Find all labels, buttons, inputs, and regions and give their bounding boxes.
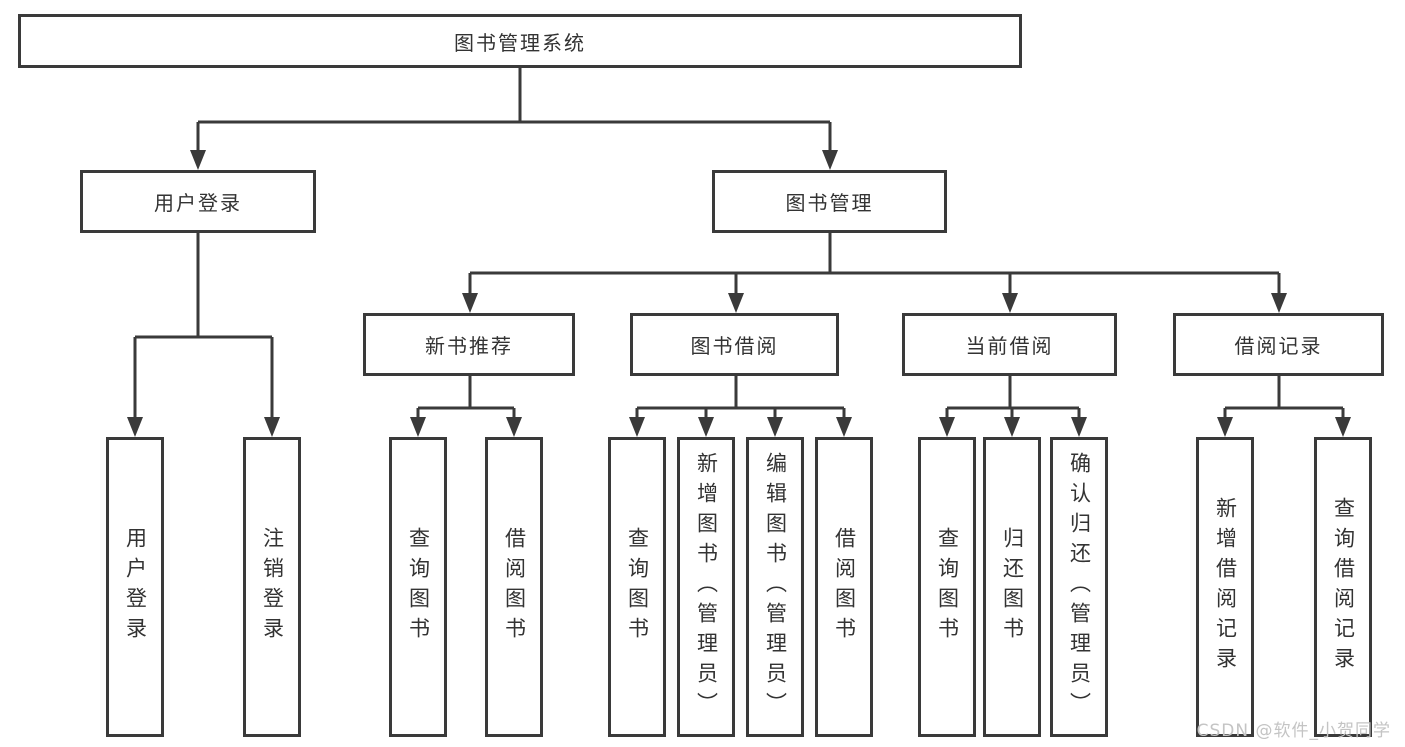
leaf-return-books: 归还图书 xyxy=(983,437,1041,737)
leaf-query-books-newrec: 查询图书 xyxy=(389,437,447,737)
node-borrowing-records-label: 借阅记录 xyxy=(1234,334,1323,358)
leaf-borrow-books-newrec-label: 借阅图书 xyxy=(502,527,527,647)
csdn-watermark: CSDN @软件_小贺同学 xyxy=(1196,721,1391,741)
connector-bookmgmt-split xyxy=(468,233,1281,301)
leaf-borrow-books-borrow-label: 借阅图书 xyxy=(832,527,857,647)
node-root-label: 图书管理系统 xyxy=(454,30,586,55)
connector-currentborrow-split xyxy=(945,376,1081,425)
node-book-borrowing-label: 图书借阅 xyxy=(690,334,779,358)
leaf-add-borrow-record: 新增借阅记录 xyxy=(1196,437,1254,737)
leaf-query-borrow-record-label: 查询借阅记录 xyxy=(1331,497,1356,677)
leaf-borrow-books-newrec: 借阅图书 xyxy=(485,437,543,737)
leaf-confirm-return-admin: 确认归还（管理员） xyxy=(1050,437,1108,737)
leaf-query-books-current-label: 查询图书 xyxy=(935,527,960,647)
node-current-borrowing: 当前借阅 xyxy=(902,313,1117,376)
leaf-return-books-label: 归还图书 xyxy=(1000,527,1025,647)
leaf-query-books-current: 查询图书 xyxy=(918,437,976,737)
leaf-logout: 注销登录 xyxy=(243,437,301,737)
node-user-login-label: 用户登录 xyxy=(154,191,242,215)
leaf-add-book-admin-label: 新增图书（管理员） xyxy=(694,452,719,722)
connector-bookborrow-split xyxy=(635,376,846,425)
leaf-query-books-borrow-label: 查询图书 xyxy=(625,527,650,647)
leaf-query-books-newrec-label: 查询图书 xyxy=(406,527,431,647)
leaf-logout-label: 注销登录 xyxy=(260,527,285,647)
leaf-edit-book-admin: 编辑图书（管理员） xyxy=(746,437,804,737)
node-root-system: 图书管理系统 xyxy=(18,14,1022,68)
node-borrowing-records: 借阅记录 xyxy=(1173,313,1384,376)
node-current-borrowing-label: 当前借阅 xyxy=(965,334,1054,358)
connector-newbooks-split xyxy=(416,376,516,425)
leaf-borrow-books-borrow: 借阅图书 xyxy=(815,437,873,737)
leaf-add-book-admin: 新增图书（管理员） xyxy=(677,437,735,737)
node-book-management: 图书管理 xyxy=(712,170,947,233)
connector-userlogin-split xyxy=(133,233,274,425)
node-new-book-recommendation-label: 新书推荐 xyxy=(425,334,513,358)
leaf-query-borrow-record: 查询借阅记录 xyxy=(1314,437,1372,737)
node-new-book-recommendation: 新书推荐 xyxy=(363,313,575,376)
leaf-query-books-borrow: 查询图书 xyxy=(608,437,666,737)
node-book-management-label: 图书管理 xyxy=(785,191,874,215)
leaf-confirm-return-admin-label: 确认归还（管理员） xyxy=(1067,452,1092,722)
connector-records-split xyxy=(1223,376,1345,425)
connector-root-split xyxy=(196,68,832,158)
leaf-add-borrow-record-label: 新增借阅记录 xyxy=(1213,497,1238,677)
arrowheads xyxy=(127,150,1351,437)
node-book-borrowing: 图书借阅 xyxy=(630,313,839,376)
leaf-edit-book-admin-label: 编辑图书（管理员） xyxy=(763,452,788,722)
node-user-login: 用户登录 xyxy=(80,170,316,233)
leaf-user-login: 用户登录 xyxy=(106,437,164,737)
leaf-user-login-label: 用户登录 xyxy=(123,527,148,647)
